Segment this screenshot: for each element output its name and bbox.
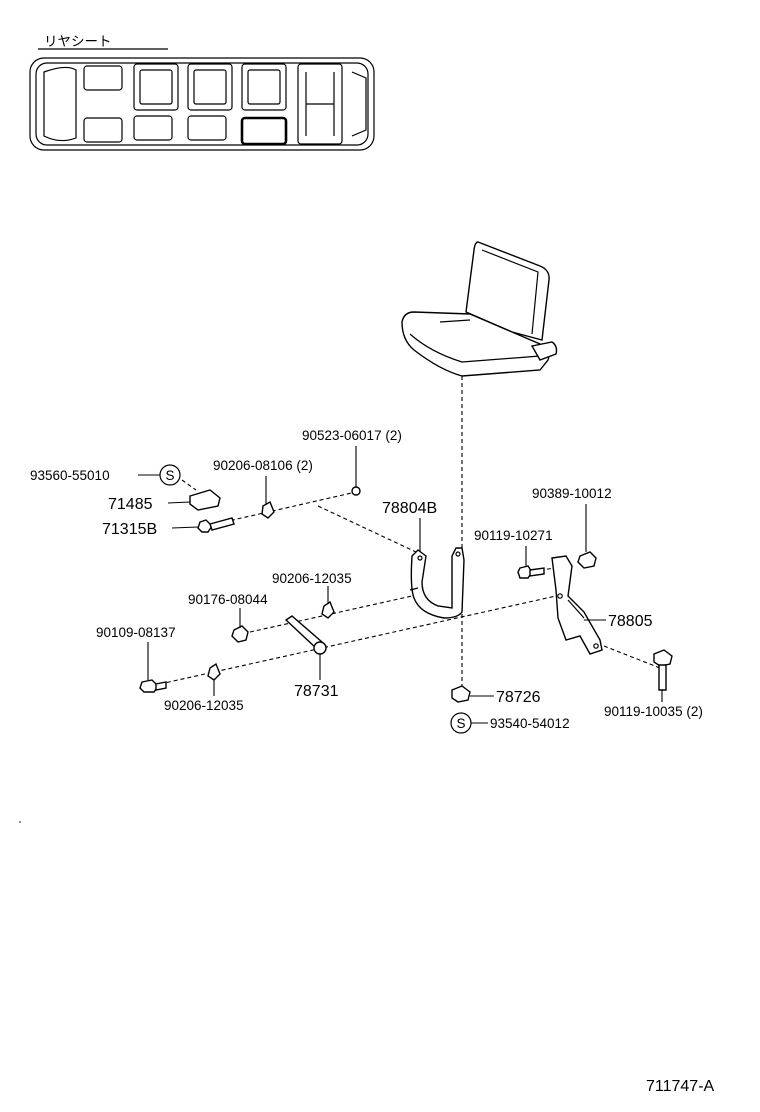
svg-text:S: S xyxy=(456,716,465,731)
part-71315b-bolt-head xyxy=(197,519,213,533)
seat-front-right xyxy=(83,117,123,143)
part-90206-12035-washer-b xyxy=(207,662,221,681)
part-90523-06017-nut xyxy=(351,486,361,496)
section-title: リヤシート xyxy=(44,34,112,49)
seat-row3-right xyxy=(187,115,227,141)
dashboard-outline xyxy=(43,66,77,142)
label-78726: 78726 xyxy=(496,689,541,706)
label-78804b: 78804B xyxy=(382,500,437,517)
part-90206-12035-washer-a xyxy=(321,600,335,619)
seat-front-left xyxy=(83,65,123,91)
part-90109-08137-bolt-shank xyxy=(155,681,167,691)
label-90206-08106: 90206-08106 (2) xyxy=(213,458,313,473)
part-78805-bracket xyxy=(551,555,603,655)
part-71315b-bolt-shank xyxy=(209,517,235,531)
part-78804b-support xyxy=(410,547,465,619)
part-90119-10035-bolt-head xyxy=(653,649,673,667)
seat-row4-left xyxy=(241,63,287,111)
part-78731-eye xyxy=(313,641,327,655)
label-90119-10035: 90119-10035 (2) xyxy=(604,704,703,719)
seat-highlighted-rear xyxy=(240,116,288,146)
seat-row2-left xyxy=(133,63,179,111)
label-71485: 71485 xyxy=(108,496,153,513)
part-78726-stopper xyxy=(451,685,471,703)
label-90206-12035-b: 90206-12035 xyxy=(164,698,244,713)
part-labels: 93560-55010 71485 71315B 90206-08106 (2)… xyxy=(30,428,703,731)
label-93540-54012: 93540-54012 xyxy=(490,716,570,731)
leader-lines xyxy=(138,446,663,724)
part-71485-clip xyxy=(189,489,221,511)
part-90119-10271-bolt-head xyxy=(517,565,533,579)
seat-assembly xyxy=(401,241,558,377)
part-90119-10035-bolt-shank xyxy=(658,664,667,691)
label-90119-10271: 90119-10271 xyxy=(474,528,553,543)
vehicle-outline xyxy=(29,57,375,151)
rear-door-outline xyxy=(351,71,367,137)
part-90109-08137-bolt-head xyxy=(139,679,159,693)
label-71315b: 71315B xyxy=(102,521,157,538)
part-90206-08106-washer xyxy=(261,500,275,519)
stray-dot xyxy=(19,821,21,823)
label-78805: 78805 xyxy=(608,613,653,630)
label-90109-08137: 90109-08137 xyxy=(96,625,176,640)
part-90176-08044-nut xyxy=(231,625,249,643)
label-90206-12035-a: 90206-12035 xyxy=(272,571,352,586)
seat-layout-map: リヤシート xyxy=(29,34,375,151)
figure-id: 711747-A xyxy=(646,1078,715,1095)
seat-row3-left xyxy=(187,63,233,111)
vehicle-outline-inner xyxy=(35,62,369,146)
part-90389-10012-cushion xyxy=(577,551,597,569)
part-90119-10271-bolt-shank xyxy=(529,567,545,577)
label-90389-10012: 90389-10012 xyxy=(532,486,612,501)
seat-row2-right xyxy=(133,115,173,141)
rear-bench-seat xyxy=(297,63,343,145)
svg-text:S: S xyxy=(165,468,174,483)
label-90176-08044: 90176-08044 xyxy=(188,592,268,607)
s-symbol-93540: S xyxy=(450,712,472,734)
seat-back xyxy=(465,241,550,341)
label-93560-55010: 93560-55010 xyxy=(30,468,110,483)
seat-hinge xyxy=(530,341,558,361)
label-78731: 78731 xyxy=(294,683,339,700)
s-symbol-93560: S xyxy=(159,464,181,486)
label-90523-06017: 90523-06017 (2) xyxy=(302,428,402,443)
parts-drawings xyxy=(139,486,673,703)
seat-cushion xyxy=(401,311,550,377)
